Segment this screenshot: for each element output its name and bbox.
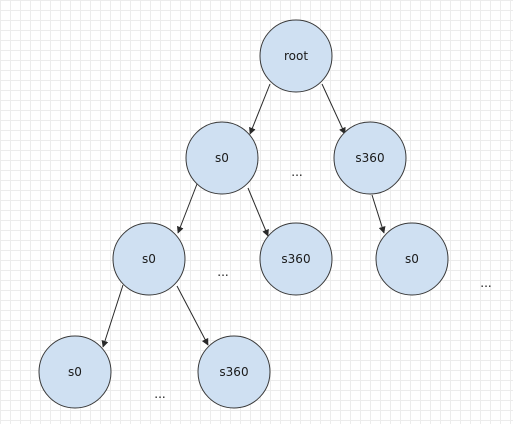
ellipsis-level3: ...	[154, 387, 165, 401]
edge-s0-to-leaf-s0	[101, 284, 124, 348]
edge-root-to-s360	[321, 83, 346, 135]
ellipsis-level1: ...	[291, 165, 302, 179]
node-s360-level3[interactable]: s360	[197, 335, 271, 409]
node-root-label: root	[284, 49, 308, 63]
node-s0-level3[interactable]: s0	[38, 335, 112, 409]
node-root[interactable]: root	[259, 19, 333, 93]
node-s0-level1[interactable]: s0	[185, 121, 259, 195]
node-s0-level1-label: s0	[215, 151, 229, 165]
node-s0-level2-right[interactable]: s0	[375, 222, 449, 296]
ellipsis-level2-right: ...	[480, 276, 491, 290]
edge-s0-to-s360	[247, 187, 269, 237]
node-s0-level2-label: s0	[142, 252, 156, 266]
node-s0-level2-right-label: s0	[405, 252, 419, 266]
node-s360-level3-label: s360	[219, 365, 248, 379]
node-s0-level3-label: s0	[68, 365, 82, 379]
ellipsis-level2: ...	[217, 265, 228, 279]
node-s360-level2-label: s360	[281, 252, 310, 266]
edge-root-to-s0	[249, 83, 271, 135]
node-s360-level1-label: s360	[355, 151, 384, 165]
edge-s360-to-s0	[371, 194, 386, 234]
node-s0-level2[interactable]: s0	[112, 222, 186, 296]
node-s360-level1[interactable]: s360	[333, 121, 407, 195]
edge-s0-to-s0	[177, 183, 198, 234]
edge-s0-to-leaf-s360	[176, 285, 209, 346]
node-s360-level2[interactable]: s360	[259, 222, 333, 296]
